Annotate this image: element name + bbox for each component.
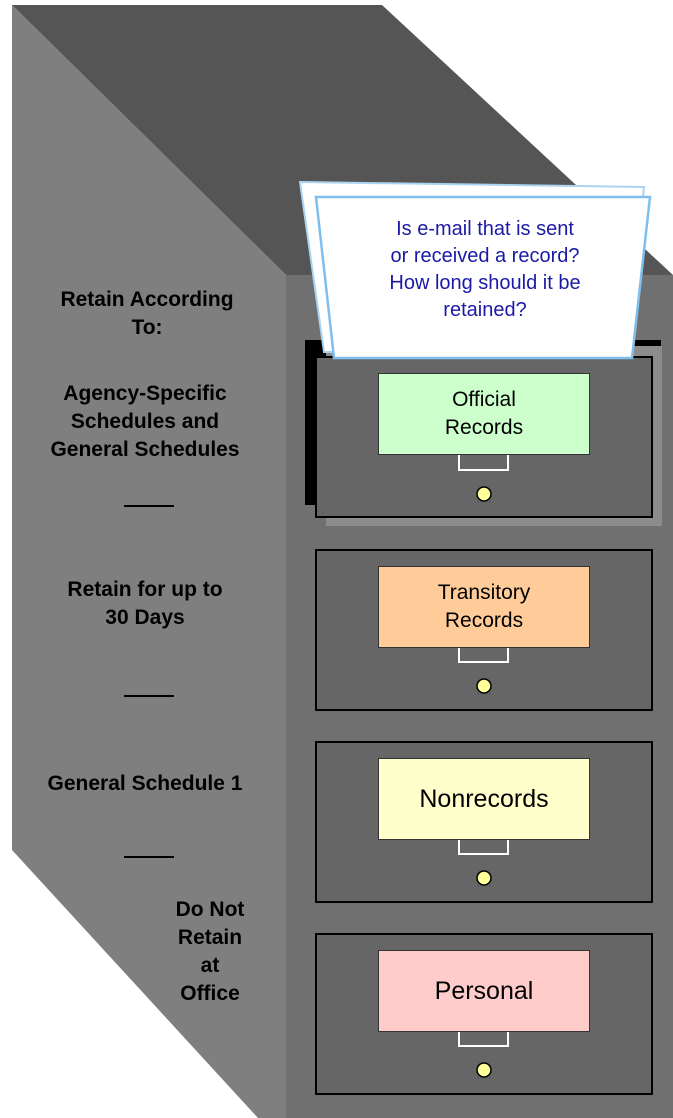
drawer-label-line-2: Records	[444, 416, 524, 439]
drawer-label-personal: Personal	[378, 950, 590, 1032]
drawer-label-nonrecords: Nonrecords	[378, 758, 590, 840]
official-rule-line-1: Agency-Specific	[63, 382, 227, 405]
nonrecords-rule-text: General Schedule 1	[47, 772, 243, 795]
question-line-1: Is e-mail that is sent	[396, 218, 574, 240]
drawer-knob	[476, 486, 492, 502]
retain-line-2: To:	[131, 316, 163, 339]
question-text: Is e-mail that is sent or received a rec…	[335, 216, 635, 324]
question-card-front	[314, 195, 652, 360]
drawer-label-line-2: Records	[444, 609, 524, 632]
drawer-handle	[458, 455, 509, 471]
transitory-records-rule: Retain for up to 30 Days	[20, 576, 270, 632]
question-line-3: How long should it be	[389, 272, 581, 294]
official-rule-line-2: Schedules and	[70, 410, 220, 433]
drawer-handle	[458, 648, 509, 663]
question-line-2: or received a record?	[390, 245, 580, 267]
drawer-knob	[476, 1062, 492, 1078]
drawer-knob	[476, 870, 492, 886]
drawer-knob	[476, 678, 492, 694]
cabinet-side	[12, 5, 286, 1118]
question-line-4: retained?	[443, 299, 527, 321]
separator-line	[124, 856, 174, 858]
personal-rule-line-3: at	[200, 954, 220, 977]
drawer-label-line-1: Official	[452, 388, 516, 411]
separator-line	[124, 695, 174, 697]
personal-rule-line-1: Do Not	[175, 898, 245, 921]
personal-rule-line-4: Office	[180, 982, 240, 1005]
official-records-rule: Agency-Specific Schedules and General Sc…	[10, 380, 280, 464]
drawer-label-official: Official Records	[378, 373, 590, 455]
retain-line-1: Retain According	[60, 288, 234, 311]
nonrecords-rule: General Schedule 1	[10, 770, 280, 798]
personal-rule: Do Not Retain at Office	[155, 896, 265, 1008]
drawer-handle	[458, 840, 509, 855]
personal-rule-line-2: Retain	[177, 926, 243, 949]
transitory-rule-line-1: Retain for up to	[67, 578, 223, 601]
separator-line	[124, 505, 174, 507]
drawer-label-line-1: Personal	[434, 976, 534, 1005]
official-rule-line-3: General Schedules	[50, 438, 240, 461]
drawer-handle	[458, 1032, 509, 1047]
retain-according-heading: Retain According To:	[22, 286, 272, 342]
transitory-rule-line-2: 30 Days	[105, 606, 185, 629]
drawer-label-transitory: Transitory Records	[378, 566, 590, 648]
drawer-label-line-1: Transitory	[437, 581, 531, 604]
drawer-label-line-1: Nonrecords	[419, 784, 549, 813]
